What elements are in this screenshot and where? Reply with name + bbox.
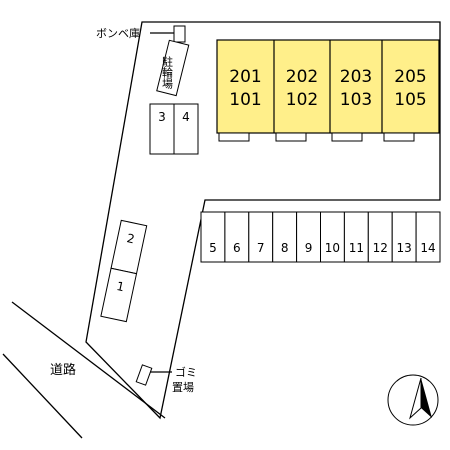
road-label: 道路 [50, 362, 76, 378]
parking-space-number: 5 [209, 241, 217, 255]
unit-entrance-step [275, 132, 307, 142]
unit-upper-number: 205 [394, 67, 426, 87]
building-outline [216, 39, 440, 134]
unit-upper-number: 201 [229, 67, 261, 87]
unit-entrance-step [331, 132, 363, 142]
bicycle-parking-box [156, 39, 190, 97]
north-arrow-icon [387, 374, 439, 426]
compass-needle-left [409, 377, 422, 420]
bicycle-parking [156, 39, 190, 97]
gas-storage-label: ボンベ庫 [96, 26, 140, 40]
parking-space-number: 2 [125, 231, 135, 246]
road-edge-lower [2, 353, 83, 439]
parking-space [149, 103, 175, 155]
unit-entrance-step [383, 132, 415, 142]
unit-entrance-step [218, 132, 250, 142]
parking-space-number: 8 [281, 241, 289, 255]
unit-upper-number: 203 [340, 67, 372, 87]
parking-space [173, 103, 199, 155]
parking-left-group: 21 [100, 219, 148, 323]
parking-space-number: 6 [233, 241, 241, 255]
parking-space-number: 1 [115, 279, 125, 294]
parking-space-number: 10 [325, 241, 340, 255]
parking-space [415, 211, 441, 263]
parking-space [110, 219, 148, 275]
garbage-area-label-line2: 置場 [172, 381, 194, 394]
unit-upper-number: 202 [286, 67, 318, 87]
garbage-area-label-line1: ゴミ [175, 365, 197, 379]
parking-row-group: 5 6 7 8 9 10 11 12 13 14 [200, 211, 441, 263]
garbage-area-box [135, 364, 153, 386]
parking-space-number: 4 [182, 110, 190, 124]
garbage-box-group [135, 364, 153, 386]
unit-lower-number: 103 [340, 90, 372, 110]
parking-space-number: 13 [397, 241, 412, 255]
parking-space-number: 12 [373, 241, 388, 255]
road-edge-upper [11, 301, 166, 419]
unit-lower-number: 105 [394, 90, 426, 110]
unit-lower-number: 102 [286, 90, 318, 110]
lot-boundary [85, 21, 441, 420]
parking-space-number: 11 [349, 241, 364, 255]
parking-space-number: 3 [158, 110, 166, 124]
compass-needle-right [421, 378, 432, 418]
gas-storage-box [173, 25, 186, 43]
parking-space [100, 267, 138, 323]
parking-space-number: 14 [420, 241, 435, 255]
compass-circle [387, 374, 439, 426]
unit-lower-number: 101 [229, 90, 261, 110]
bicycle-parking-label: 駐輪場 [161, 55, 174, 90]
building: 201 101 202 102 203 103 205 105 [216, 39, 440, 142]
parking-space-number: 9 [305, 241, 313, 255]
parking-space-number: 7 [257, 241, 265, 255]
